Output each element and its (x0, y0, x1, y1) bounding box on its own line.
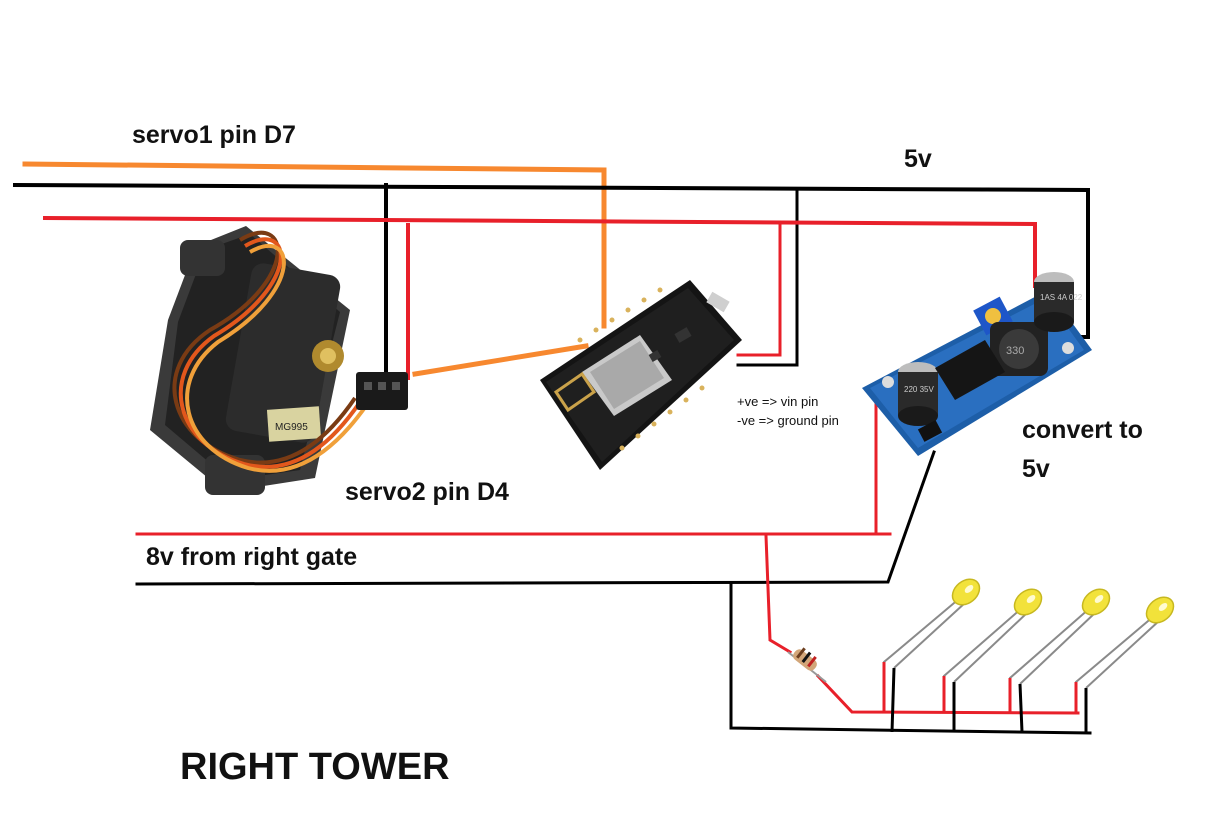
capacitor-right-label: 1AS 4A 022 (1040, 293, 1083, 302)
buck-converter-module: 330 1AS 4A 022 220 35V (862, 272, 1092, 456)
vin-pin-note: +ve => vin pin (737, 394, 819, 409)
resistor-lead (815, 673, 1080, 715)
servo1-signal-wire (22, 161, 607, 329)
led-1 (882, 578, 981, 733)
mcu-vin-wire (736, 223, 782, 357)
servo2-pin-label: servo2 pin D4 (345, 478, 509, 506)
resistor (787, 647, 827, 683)
led-ground-black (729, 583, 1092, 735)
led-feed-red (764, 534, 793, 655)
eight-v-black-wire (135, 450, 936, 586)
led-2 (942, 588, 1043, 732)
servo-motor: MG995 (150, 226, 408, 495)
inductor-label: 330 (1006, 345, 1024, 357)
led-4 (1074, 596, 1175, 732)
servo-model-label: MG995 (275, 422, 308, 433)
converter-input-red (874, 396, 890, 536)
convert-label-line1: convert to (1022, 416, 1143, 444)
nodemcu-board (540, 280, 742, 470)
convert-label-line2: 5v (1022, 455, 1050, 483)
eight-v-label: 8v from right gate (146, 543, 358, 571)
capacitor-left-label: 220 35V (904, 385, 934, 394)
five-v-label: 5v (904, 145, 932, 173)
servo2-signal-wire (412, 343, 589, 377)
five-v-bus-wire (42, 215, 1037, 288)
ground-pin-note: -ve => ground pin (737, 413, 839, 428)
led-3 (1008, 588, 1111, 733)
servo1-pin-label: servo1 pin D7 (132, 121, 296, 149)
mcu-ground-wire (736, 188, 799, 367)
diagram-title: RIGHT TOWER (180, 746, 450, 788)
